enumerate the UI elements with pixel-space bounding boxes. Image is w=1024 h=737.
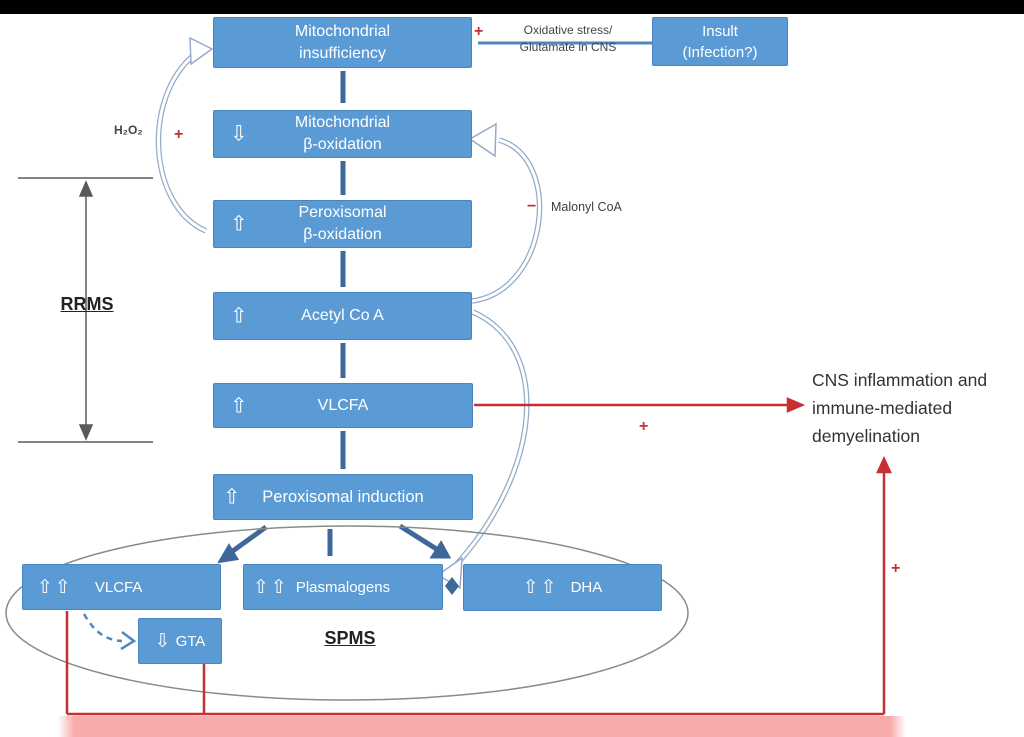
- spms-label: SPMS: [324, 628, 376, 648]
- hollow-arrowhead-icon: [189, 36, 214, 66]
- up-arrow-icon: ⇧: [230, 212, 248, 236]
- acetyl-to-plasmalogens-curve: [436, 309, 530, 590]
- box-insult[interactable]: Insult (Infection?): [652, 17, 788, 66]
- up-arrow-icon: ⇧: [230, 394, 248, 417]
- box-label: Mitochondrial: [294, 114, 391, 131]
- box-label: GTA: [175, 632, 206, 650]
- box-gta[interactable]: ⇩ GTA: [138, 618, 222, 664]
- up-arrow-icon: ⇧: [223, 485, 241, 509]
- induction-fan-lines: [217, 523, 452, 564]
- cns-line2: immune-mediated: [812, 398, 953, 418]
- box-label: Peroxisomal induction: [262, 487, 424, 506]
- box-label: Plasmalogens: [295, 578, 391, 596]
- double-up-arrow-icon: ⇧⇧: [522, 577, 559, 598]
- cns-line1: CNS inflammation and: [812, 370, 988, 390]
- h2o2-feedback-curve: [155, 36, 214, 234]
- plus-sign-spms-cns: +: [891, 560, 901, 577]
- box-label: VLCFA: [317, 396, 369, 414]
- oxidative-stress-label: Oxidative stress/ Glutamate in CNS: [503, 22, 633, 56]
- h2o2-label: H₂O₂: [114, 123, 143, 137]
- up-arrow-icon: ⇧: [230, 304, 248, 328]
- box-vlcfa[interactable]: ⇧ VLCFA: [213, 383, 473, 428]
- malonyl-coa-label: Malonyl CoA: [551, 200, 622, 214]
- spms-ellipse: [5, 525, 689, 701]
- rrms-bracket: [18, 177, 153, 443]
- diamond-connector-icon: [445, 577, 459, 595]
- box-label: β-oxidation: [303, 226, 382, 243]
- box-spms-vlcfa[interactable]: ⇧⇧ VLCFA: [22, 564, 221, 610]
- down-arrow-icon: ⇩: [230, 122, 248, 146]
- cns-line3: demyelination: [812, 426, 920, 446]
- box-label: β-oxidation: [303, 136, 382, 153]
- box-label: Acetyl Co A: [301, 307, 384, 324]
- box-acetyl-coa[interactable]: ⇧ Acetyl Co A: [213, 292, 472, 340]
- red-effect-lines: [65, 397, 892, 716]
- rrms-label: RRMS: [60, 294, 114, 314]
- top-letterbox-bar: [0, 0, 1024, 14]
- double-up-arrow-icon: ⇧⇧: [253, 576, 289, 598]
- vlcfa-to-gta-dashed-arrow: [82, 613, 137, 651]
- oxidative-stress-line2: Glutamate in CNS: [519, 40, 617, 54]
- box-dha[interactable]: ⇧⇧ DHA: [463, 564, 662, 611]
- double-up-arrow-icon: ⇧⇧: [37, 576, 73, 598]
- oxidative-stress-line1: Oxidative stress/: [523, 23, 613, 37]
- box-peroxisomal-induction[interactable]: ⇧ Peroxisomal induction: [213, 474, 473, 520]
- box-peroxisomal-beta-oxidation[interactable]: ⇧ Peroxisomal β-oxidation: [213, 200, 472, 248]
- box-label: Insult: [702, 22, 738, 40]
- box-mitochondrial-insufficiency[interactable]: Mitochondrial insufficiency: [213, 17, 472, 68]
- plus-sign-vlcfa-cns: +: [639, 418, 649, 435]
- cns-inflammation-label: CNS inflammation and immune-mediated dem…: [812, 366, 1024, 450]
- box-label: Mitochondrial: [294, 22, 391, 40]
- malonyl-feedback-curve: [468, 122, 543, 304]
- box-plasmalogens[interactable]: ⇧⇧ Plasmalogens: [243, 564, 443, 610]
- box-label: (Infection?): [682, 43, 758, 61]
- plus-sign-insult: +: [474, 23, 484, 40]
- box-label: insufficiency: [299, 44, 386, 62]
- box-label: DHA: [570, 579, 603, 596]
- plus-sign-h2o2: +: [174, 126, 184, 143]
- box-label: VLCFA: [94, 578, 143, 596]
- bottom-highlight-band: [58, 716, 906, 737]
- hollow-arrowhead-icon: [468, 122, 497, 158]
- minus-sign-malonyl: −: [527, 198, 537, 215]
- box-mitochondrial-beta-oxidation[interactable]: ⇩ Mitochondrial β-oxidation: [213, 110, 472, 158]
- down-arrow-icon: ⇩: [154, 630, 171, 652]
- box-label: Peroxisomal: [298, 204, 387, 221]
